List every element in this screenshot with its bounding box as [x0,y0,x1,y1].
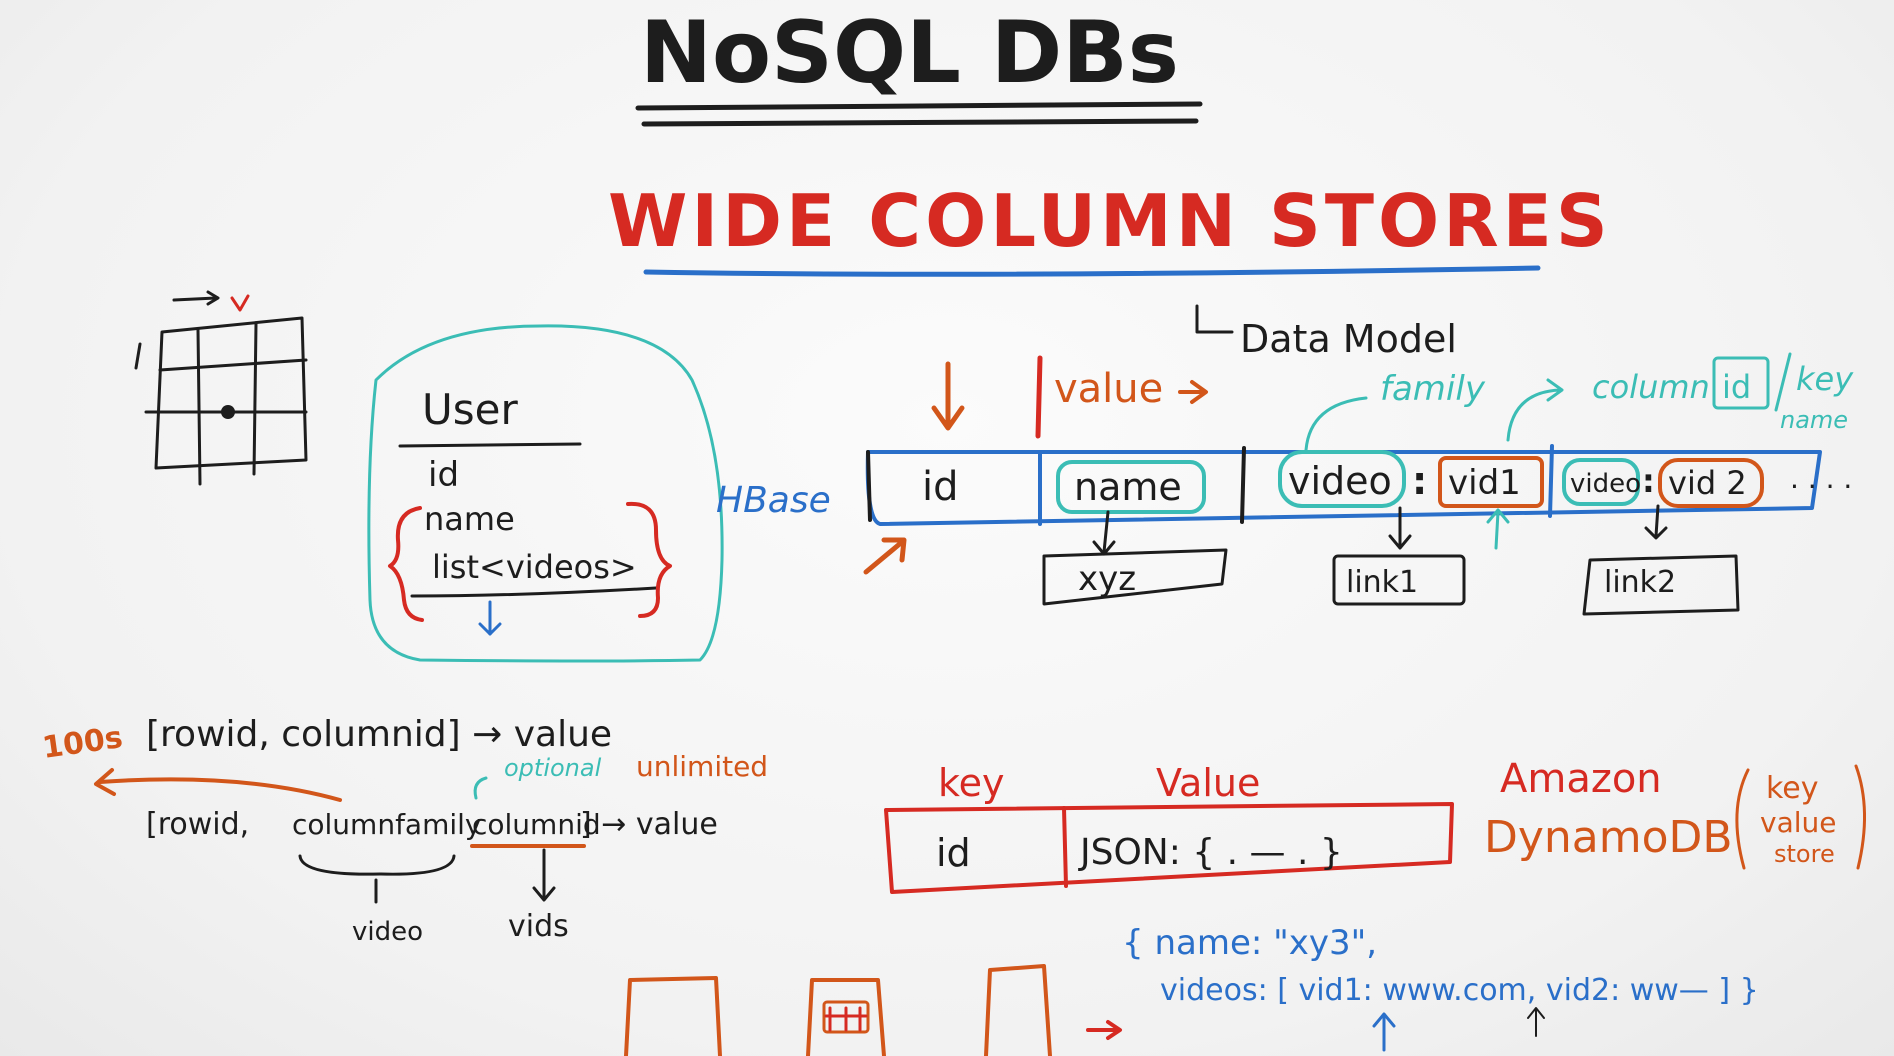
bottom-sketches [624,964,1122,1056]
row-model: value id name video : vid1 video : vid 2… [863,352,1854,616]
vids-label: vids [508,909,569,944]
kv-value-header: Value [1156,761,1260,805]
dynamo-vendor: Amazon [1500,756,1662,802]
json-line-1: { name: "xy3", [1122,923,1377,963]
family-formula-family: columnfamily [292,808,482,841]
data-model-bracket [1195,304,1234,334]
family-formula-column: columnid [472,808,601,841]
hbase-label: HBase [716,480,831,521]
entity-field-name: name [424,500,515,538]
row-vid-2: vid 2 [1668,464,1747,502]
optional-label: optional [504,754,602,782]
dynamo-note-key: key [1766,771,1819,806]
title-underline-1 [635,101,1203,111]
title-underline-2 [641,118,1199,127]
grid-sketch [134,290,308,486]
json-example: { name: "xy3", videos: [ vid1: www.com, … [1122,923,1759,1052]
page-title: NoSQL DBs [640,3,1179,103]
dynamo-name: DynamoDB [1484,812,1733,863]
user-entity: User id name list<videos> [367,324,724,663]
entity-name: User [422,385,518,434]
name-value: xyz [1078,559,1136,599]
column-id-box: id [1722,368,1751,406]
link-2: link2 [1604,565,1676,600]
row-vid-1: vid1 [1448,463,1521,503]
family-formula-suffix: ] → value [580,807,718,842]
video-label: video [352,917,423,947]
row-ellipsis: . . . . [1790,462,1852,495]
left-brace [388,506,424,622]
subtitle-underline [643,265,1541,277]
key-formulas: 100s [rowid, columnid] → value optional … [40,714,768,947]
row-id-cell: id [922,464,959,510]
data-model-label: Data Model [1240,317,1457,361]
entity-field-list: list<videos> [432,548,637,586]
entity-field-id: id [428,455,459,495]
json-line-2: videos: [ vid1: www.com, vid2: ww— ] } [1160,973,1759,1008]
unlimited-label: unlimited [636,750,768,783]
name-label: name [1780,406,1848,434]
kv-table: key Value id JSON: { . — . } [884,761,1454,894]
value-header: value [1054,366,1163,412]
column-label: column [1592,368,1710,406]
right-brace [626,501,672,618]
row-colon-2: : [1642,462,1655,500]
row-colon-1: : [1412,459,1427,503]
dynamodb-block: Amazon DynamoDB key value store [1484,756,1867,870]
count-label: 100s [40,720,125,766]
dynamo-note-store: store [1774,840,1835,868]
row-video-family-1: video [1288,459,1392,503]
link-1: link1 [1346,565,1418,600]
kv-key-header: key [938,761,1005,805]
row-video-family-2: video [1570,469,1641,499]
kv-key-cell: id [936,831,971,875]
row-name-cell: name [1074,465,1182,509]
page-subtitle: WIDE COLUMN STORES [608,179,1612,263]
family-label: family [1380,369,1486,409]
family-formula-prefix: [rowid, [146,807,249,842]
dynamo-note-value: value [1760,806,1836,839]
kv-value-cell: JSON: { . — . } [1078,832,1343,873]
rowid-formula: [rowid, columnid] → value [146,714,612,755]
key-label: key [1796,360,1854,398]
